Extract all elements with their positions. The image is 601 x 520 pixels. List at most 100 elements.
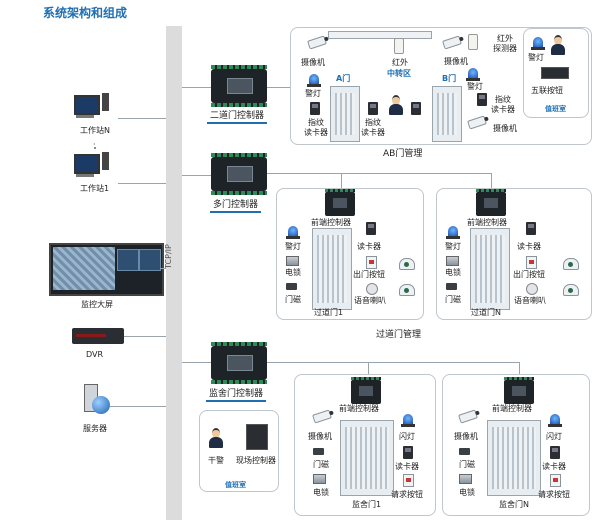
keyboard-icon xyxy=(76,115,94,118)
cell1-door-magnet-label: 门磁 xyxy=(313,460,329,469)
celln-request-button-label: 请求按钮 xyxy=(538,490,570,499)
connector xyxy=(118,118,166,119)
ab-ir-detector-label: 红外 探测器 xyxy=(493,34,517,53)
corridor1-alarm-light-label: 警灯 xyxy=(285,242,301,251)
ab-camera-right-top-label: 摄像机 xyxy=(444,57,468,66)
person-icon xyxy=(551,35,565,55)
connector xyxy=(118,183,166,184)
infrared-sensor-icon xyxy=(394,38,404,54)
ellipsis-label: · xyxy=(93,140,96,149)
electric-lock-icon xyxy=(459,474,472,484)
dvr-device-icon xyxy=(72,328,124,344)
corridor-door-icon xyxy=(470,228,510,310)
connector xyxy=(182,362,211,363)
exit-button-icon xyxy=(526,256,537,269)
corridorn-front-controller-label: 前端控制器 xyxy=(467,218,507,227)
multi-door-controller-label: 多门控制器 xyxy=(209,197,262,213)
celln-flash-label: 闪灯 xyxy=(546,432,562,441)
multi-group-label: 过道门管理 xyxy=(376,330,422,340)
corridorn-door-name-label: 过道门N xyxy=(471,308,501,317)
card-reader-icon xyxy=(403,446,413,459)
officer-person-icon xyxy=(209,428,223,448)
cell1-electric-lock-label: 电锁 xyxy=(313,488,329,497)
flash-light-icon xyxy=(548,414,562,427)
door-magnet-icon xyxy=(446,283,457,290)
cell-door-controller-icon xyxy=(211,342,267,384)
five-link-button-icon xyxy=(541,67,569,79)
celln-door-name-label: 监舍门N xyxy=(499,500,529,509)
card-reader-icon xyxy=(526,222,536,235)
corridor1-card-reader-label: 读卡器 xyxy=(357,242,381,251)
door-magnet-icon xyxy=(286,283,297,290)
fingerprint-reader-icon xyxy=(477,93,487,106)
transfer-zone-label: 中转区 xyxy=(387,69,411,78)
server-label: 服务器 xyxy=(83,424,107,433)
cell1-camera-label: 摄像机 xyxy=(308,432,332,441)
person-icon xyxy=(389,95,403,115)
tcpip-bus xyxy=(166,26,182,520)
ab-fingerprint-center-label: 指纹 读卡器 xyxy=(361,118,385,137)
corridor1-door-name-label: 过道门1 xyxy=(314,308,344,317)
connector xyxy=(124,336,166,337)
request-button-icon xyxy=(550,474,561,487)
door-a-label: A门 xyxy=(336,74,351,83)
workstation-n-label: 工作站N xyxy=(80,126,110,135)
monitor-icon xyxy=(74,154,100,174)
request-button-icon xyxy=(403,474,414,487)
corridorn-door-magnet-label: 门磁 xyxy=(445,295,461,304)
door-frame xyxy=(328,31,432,39)
connector xyxy=(368,362,369,374)
corridor-door-icon xyxy=(312,228,352,310)
ab-alarm-light-left-label: 警灯 xyxy=(305,89,321,98)
horn-icon xyxy=(526,283,538,295)
electric-lock-icon xyxy=(446,256,459,266)
door-b-label: B门 xyxy=(442,74,457,83)
connector xyxy=(519,362,520,374)
exit-button-icon xyxy=(366,256,377,269)
door-b-icon xyxy=(432,86,462,142)
corridor-door-n-group xyxy=(436,188,592,320)
site-controller-icon xyxy=(246,424,268,450)
pc-tower-icon xyxy=(102,152,109,170)
connector xyxy=(341,173,492,174)
video-wall-label: 监控大屏 xyxy=(81,300,113,309)
cell-duty-room-label: 值班室 xyxy=(225,481,246,489)
connector xyxy=(368,362,520,363)
front-controller-icon xyxy=(325,189,355,216)
workstation-1-label: 工作站1 xyxy=(80,184,110,193)
ab-fingerprint-left-label: 指纹 读卡器 xyxy=(304,118,328,137)
celln-door-magnet-label: 门磁 xyxy=(459,460,475,469)
alarm-light-icon xyxy=(531,37,545,50)
multi-door-controller-icon xyxy=(211,153,267,195)
celln-front-controller-label: 前端控制器 xyxy=(492,404,532,413)
door-magnet-icon xyxy=(313,448,324,455)
globe-icon xyxy=(92,396,110,414)
cell-door-controller-label: 监舍门控制器 xyxy=(205,386,267,402)
front-controller-icon xyxy=(504,377,534,404)
corridor1-electric-lock-label: 电锁 xyxy=(285,268,301,277)
cell1-front-controller-label: 前端控制器 xyxy=(339,404,379,413)
ab-ir-center-label: 红外 xyxy=(392,58,408,67)
front-controller-icon xyxy=(476,189,506,216)
corridor1-voice-horn-label: 语音喇叭 xyxy=(354,296,386,305)
front-controller-icon xyxy=(351,377,381,404)
corridorn-voice-horn-label: 语音喇叭 xyxy=(514,296,546,305)
connector xyxy=(267,362,369,363)
ab-alarm-light-right-label: 警灯 xyxy=(467,82,483,91)
connector xyxy=(182,175,211,176)
connector xyxy=(267,173,342,174)
alarm-light-icon xyxy=(286,226,300,239)
fingerprint-reader-icon xyxy=(310,102,320,115)
fingerprint-reader-icon xyxy=(368,102,378,115)
connector xyxy=(182,87,211,88)
ab-camera-left-label: 摄像机 xyxy=(301,58,325,67)
dome-camera-icon xyxy=(399,284,415,296)
alarm-light-icon xyxy=(466,68,480,81)
electric-lock-icon xyxy=(313,474,326,484)
cell1-card-reader-label: 读卡器 xyxy=(395,462,419,471)
cell1-door-name-label: 监舍门1 xyxy=(352,500,382,509)
monitor-icon xyxy=(74,95,100,115)
alarm-light-icon xyxy=(307,74,321,87)
ab-duty-alarm-light-label: 警灯 xyxy=(528,53,544,62)
corridorn-alarm-light-label: 警灯 xyxy=(445,242,461,251)
